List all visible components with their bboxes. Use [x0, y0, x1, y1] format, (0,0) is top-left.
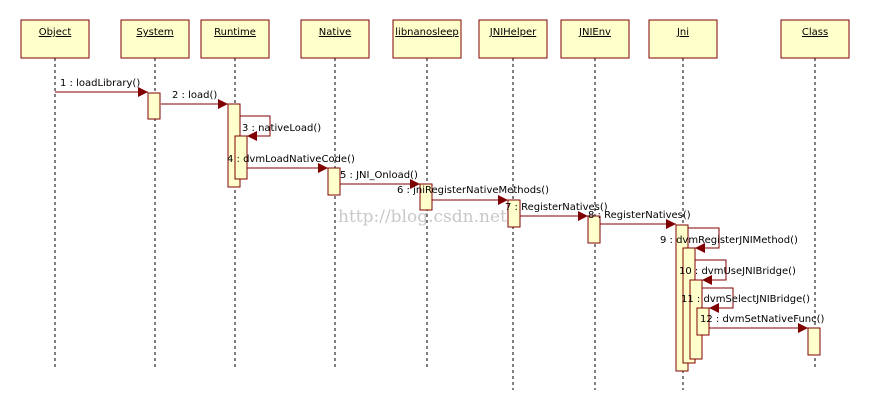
participant-box-object: [20, 19, 90, 59]
participant-label: JNIHelper: [489, 27, 537, 38]
message-label: 12 : dvmSetNativeFunc(): [700, 314, 825, 325]
activation-bar: [807, 327, 821, 356]
participant-label: Class: [802, 27, 828, 38]
activation-bar: [327, 167, 341, 196]
message-label: 11 : dvmSelectJNIBridge(): [681, 294, 810, 305]
activation-bar: [147, 92, 161, 120]
arrowhead-icon: [247, 131, 257, 141]
participant-label: Jni: [676, 27, 689, 38]
participant-box-native: [300, 19, 370, 59]
activation-bar: [419, 183, 433, 211]
message-label: 7 : RegisterNatives(): [505, 202, 608, 213]
participant-label: JNIEnv: [578, 27, 611, 38]
self-message-arrow: [240, 115, 271, 137]
message-label: 4 : dvmLoadNativeCode(): [227, 154, 355, 165]
participant-label: libnanosleep: [395, 27, 458, 38]
participant-box-system: [120, 19, 190, 59]
message-label: 2 : load(): [172, 90, 217, 101]
activation-bar: [507, 199, 521, 228]
activation-bar: [587, 215, 601, 244]
message-label: 5 : JNI_Onload(): [340, 170, 418, 181]
participant-box-jnienv: [560, 19, 630, 59]
participant-label: Native: [319, 27, 351, 38]
participant-box-class: [780, 19, 850, 59]
arrowhead-icon: [410, 179, 420, 189]
arrowhead-icon: [695, 243, 705, 253]
self-message-arrow: [702, 287, 734, 309]
arrowhead-icon: [318, 163, 328, 173]
watermark-text: http://blog.csdn.net/: [338, 207, 513, 227]
arrowhead-icon: [138, 87, 148, 97]
participant-box-runtime: [200, 19, 270, 59]
message-label: 8 : RegisterNatives(): [588, 210, 691, 221]
participant-box-libnanosleep: [392, 19, 462, 59]
self-message-arrow: [695, 259, 727, 281]
arrowhead-icon: [666, 219, 676, 229]
activation-bar: [696, 307, 710, 336]
arrowhead-icon: [578, 211, 588, 221]
message-label: 10 : dvmUseJNIBridge(): [679, 266, 796, 277]
message-label: 1 : loadLibrary(): [60, 78, 140, 89]
self-message-arrow: [688, 227, 720, 249]
participant-label: Object: [39, 27, 72, 38]
participant-label: System: [136, 27, 173, 38]
arrowhead-icon: [498, 195, 508, 205]
participant-label: Runtime: [214, 27, 256, 38]
arrowhead-icon: [218, 99, 228, 109]
message-label: 6 : jniRegisterNativeMethods(): [397, 185, 549, 196]
arrowhead-icon: [709, 303, 719, 313]
participant-box-jnihelper: [478, 19, 548, 59]
message-label: 9 : dvmRegisterJNIMethod(): [660, 235, 798, 246]
message-label: 3 : nativeLoad(): [242, 123, 321, 134]
activation-bar: [234, 135, 248, 180]
arrowhead-icon: [798, 323, 808, 333]
participant-box-jni: [648, 19, 718, 59]
arrowhead-icon: [702, 275, 712, 285]
